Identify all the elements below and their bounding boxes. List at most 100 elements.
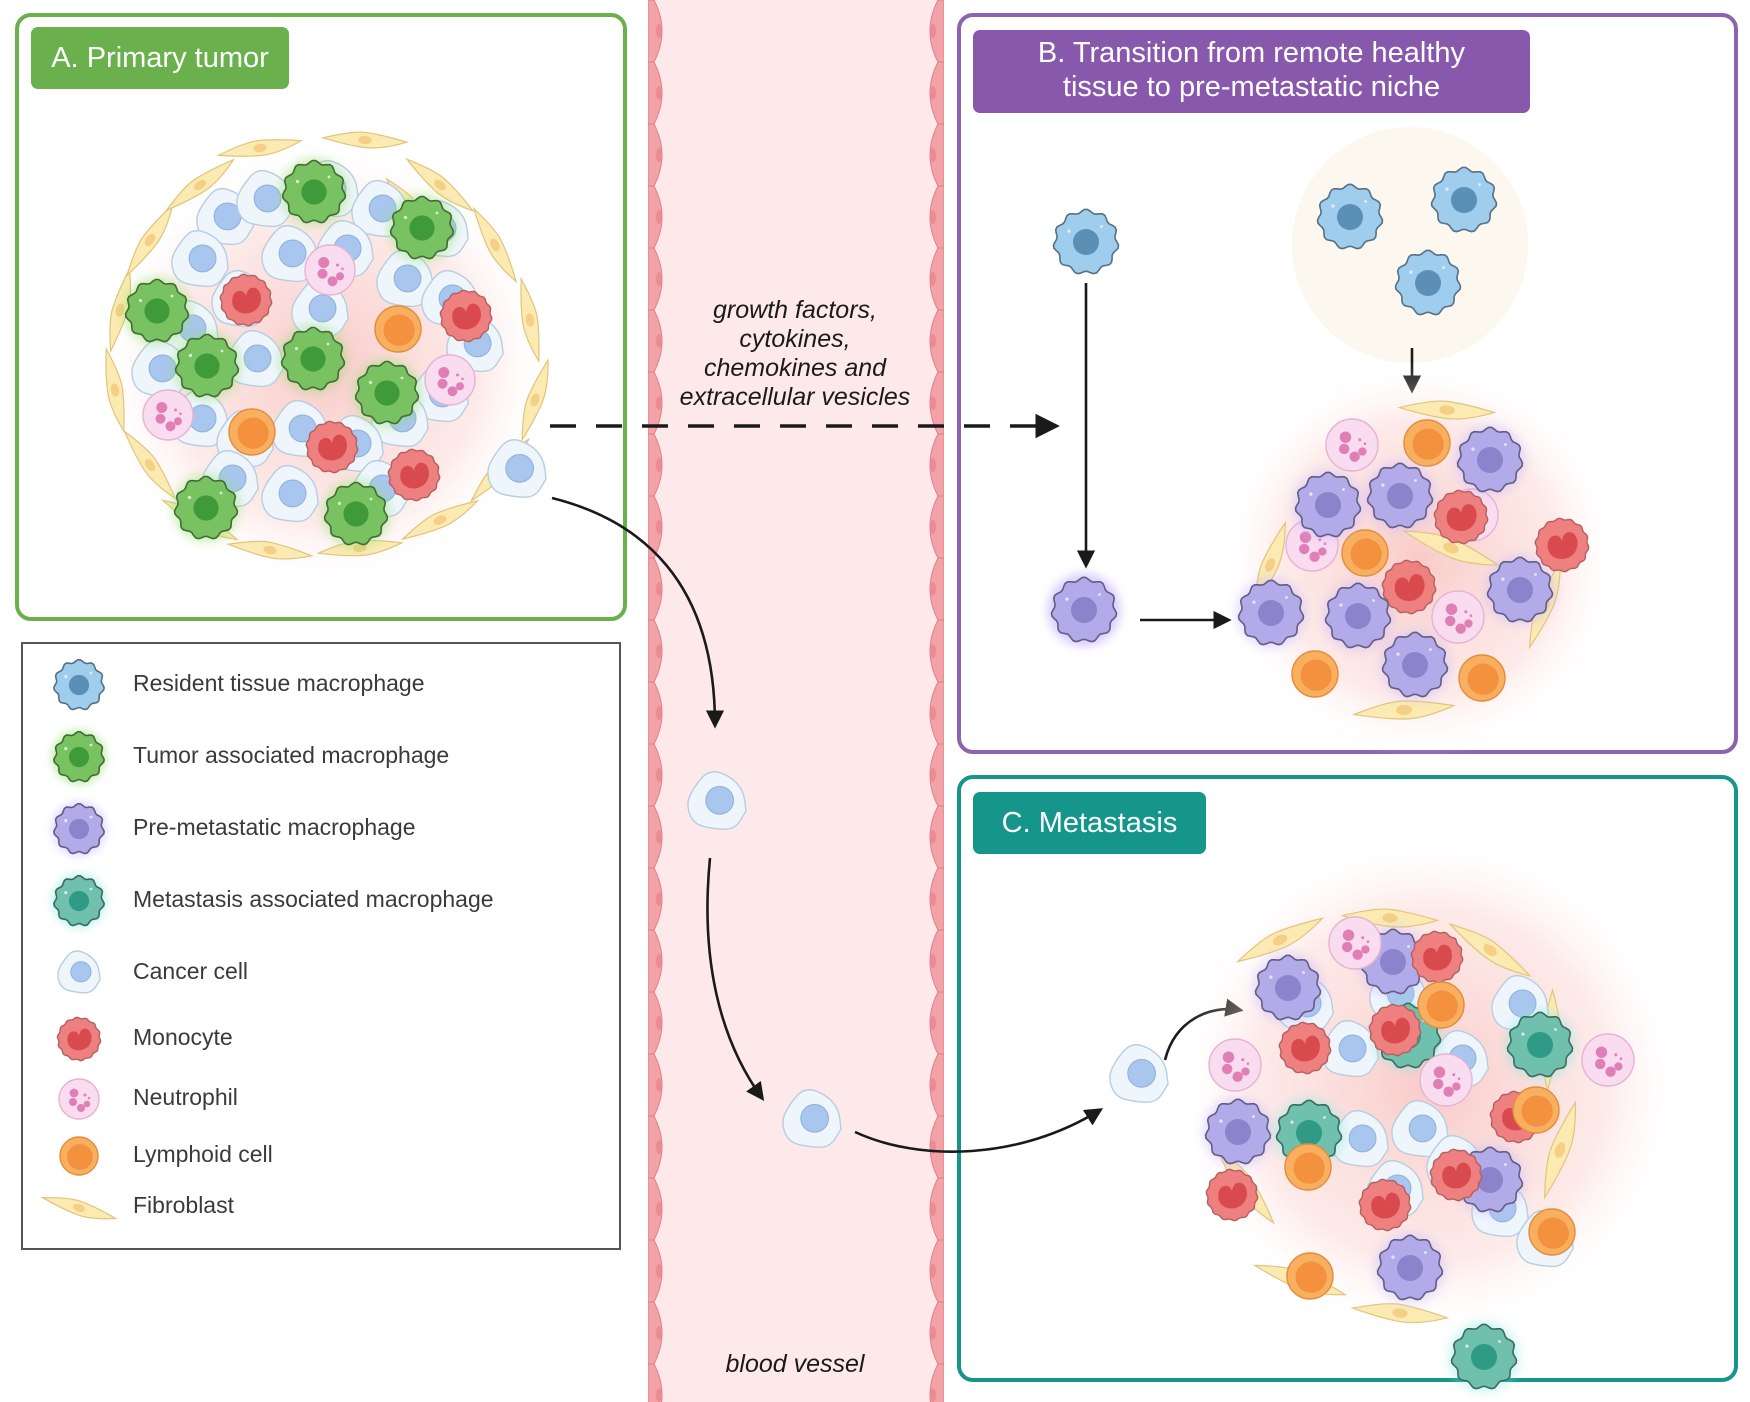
endothelial-nucleus: [930, 210, 936, 224]
fibroblast-icon: [521, 357, 549, 443]
endothelial-nucleus: [930, 334, 936, 348]
endothelial-nucleus: [930, 86, 936, 100]
legend-item: Resident tissue macrophage: [23, 654, 619, 714]
legend-item: Metastasis associated macrophage: [23, 870, 619, 930]
legend-label: Pre-metastatic macrophage: [133, 814, 416, 840]
fibroblast-icon: [405, 157, 475, 213]
cancer-cell-icon: [57, 950, 101, 994]
endothelial-nucleus: [930, 272, 936, 286]
endothelial-nucleus: [930, 1078, 936, 1092]
endothelial-nucleus: [656, 1264, 662, 1278]
lymphoid-cell-icon: [59, 1136, 99, 1176]
metastasis-macrophage-icon: [51, 873, 107, 929]
premetastatic-macrophage: [1048, 574, 1120, 646]
cancer-cell-icon: [57, 950, 101, 994]
premetastatic-macrophage-icon: [51, 801, 107, 857]
fibroblast-icon: [1448, 922, 1532, 977]
resident-tissue-macrophage: [1316, 183, 1384, 250]
cancer-cell: [171, 229, 229, 288]
endothelial-nucleus: [656, 1202, 662, 1216]
endothelial-nucleus: [930, 1202, 936, 1216]
endothelial-nucleus: [656, 24, 662, 38]
fibroblast-icon: [226, 540, 314, 560]
extravasation-arrow: [854, 1108, 1104, 1153]
monocyte: [1410, 930, 1464, 984]
tumor-macrophage-icon: [51, 729, 107, 785]
resident-tissue-macrophage: [1394, 249, 1462, 316]
fibroblast-icon: [1350, 1303, 1450, 1324]
endothelial-nucleus: [656, 1140, 662, 1154]
neutrophil: [1325, 418, 1379, 472]
endothelial-nucleus: [930, 520, 936, 534]
lymphoid-cell: [1528, 1208, 1576, 1256]
endothelial-nucleus: [656, 148, 662, 162]
premetastatic-macrophage: [1236, 578, 1306, 648]
endothelial-nucleus: [930, 582, 936, 596]
legend-label: Monocyte: [133, 1024, 233, 1050]
endothelial-nucleus: [930, 892, 936, 906]
legend-item: Neutrophil: [23, 1068, 619, 1128]
endothelial-nucleus: [656, 334, 662, 348]
tumor-associated-macrophage: [280, 158, 348, 226]
resident-macrophage-icon: [53, 659, 105, 711]
fibroblast-icon: [40, 1196, 118, 1220]
premetastatic-macrophage: [1293, 470, 1363, 540]
escaping-cancer-cell: [487, 439, 547, 498]
lymphoid-cell-icon: [59, 1136, 99, 1176]
signal-line: extracellular vesicles: [679, 383, 911, 411]
premetastatic-macrophage-icon: [51, 801, 107, 857]
premetastatic-macrophage: [1253, 953, 1323, 1023]
endothelial-nucleus: [656, 768, 662, 782]
fibroblast-icon: [520, 276, 540, 364]
neutrophil: [1208, 1038, 1262, 1092]
premetastatic-macrophage: [1455, 425, 1525, 495]
cancer-cell: [236, 169, 294, 228]
signal-line: cytokines,: [739, 325, 851, 353]
fibroblast-icon: [105, 346, 125, 434]
panel-c-title: C. Metastasis: [973, 792, 1206, 854]
lymphoid-cell: [1417, 981, 1465, 1029]
fibroblast-icon: [320, 131, 410, 149]
signal-line: growth factors,: [713, 296, 877, 324]
metastasis-associated-macrophage: [1449, 1322, 1519, 1392]
lymphoid-cell: [1291, 650, 1339, 698]
tumor-associated-macrophage: [173, 332, 241, 400]
fibroblast-icon: [40, 1196, 118, 1220]
premetastatic-macrophage: [1358, 927, 1428, 997]
legend-label: Neutrophil: [133, 1084, 238, 1110]
lymphoid-cell: [228, 408, 276, 456]
endothelial-nucleus: [656, 396, 662, 410]
endothelial-nucleus: [656, 644, 662, 658]
endothelial-nucleus: [930, 458, 936, 472]
cancer-cell: [1391, 1099, 1449, 1158]
signal-line: chemokines and: [703, 354, 887, 382]
fibroblast-icon: [400, 499, 480, 541]
endothelial-nucleus: [930, 954, 936, 968]
monocyte: [1429, 1148, 1483, 1202]
endothelial-nucleus: [656, 86, 662, 100]
endothelial-nucleus: [656, 272, 662, 286]
endothelial-nucleus: [656, 892, 662, 906]
panel-b-title: B. Transition from remote healthy tissue…: [973, 30, 1530, 113]
fibroblast-icon: [1543, 1100, 1577, 1200]
endothelial-nucleus: [656, 210, 662, 224]
legend-label: Fibroblast: [133, 1192, 234, 1218]
endothelial-nucleus: [656, 706, 662, 720]
endothelial-nucleus: [930, 396, 936, 410]
lymphoid-cell: [374, 305, 422, 353]
premetastatic-macrophage: [1323, 581, 1393, 651]
blood-vessel-label: blood vessel: [725, 1350, 865, 1378]
circulation-arrow: [706, 857, 765, 1101]
premetastatic-macrophage: [1380, 630, 1450, 700]
endothelial-nucleus: [930, 1388, 936, 1402]
endothelial-nucleus: [930, 1264, 936, 1278]
monocyte: [1381, 559, 1437, 615]
fibroblast-icon: [1397, 400, 1497, 420]
monocyte: [305, 420, 359, 474]
monocyte: [387, 448, 441, 502]
lymphoid-cell: [1284, 1143, 1332, 1191]
tumor-associated-macrophage: [172, 474, 240, 542]
intravasation-arrow: [551, 496, 725, 729]
resident-macrophage-icon: [53, 659, 105, 711]
